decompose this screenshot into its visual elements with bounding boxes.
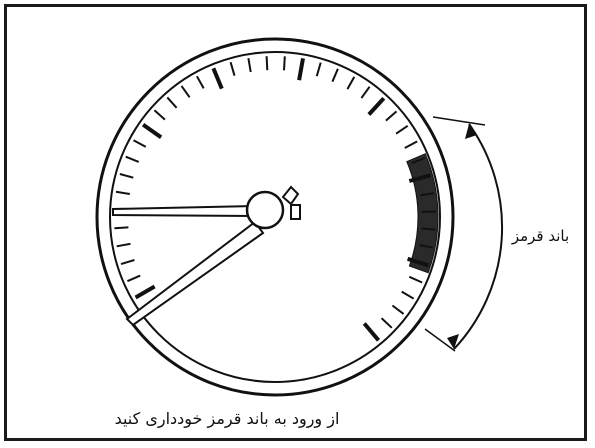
gauge-diagram — [7, 7, 590, 444]
tick-mark — [347, 77, 354, 89]
tick-mark — [154, 110, 165, 119]
tick-mark — [332, 69, 338, 82]
needle-long — [127, 222, 263, 325]
tick-mark — [392, 306, 403, 314]
hub-tab — [283, 187, 298, 204]
tick-mark — [396, 126, 408, 134]
tick-mark — [248, 58, 250, 72]
tick-mark — [402, 292, 414, 299]
needle-short — [113, 206, 257, 216]
needle-hub — [247, 192, 283, 228]
tick-mark — [317, 63, 321, 77]
tick-mark — [136, 287, 155, 298]
tick-mark — [422, 229, 436, 230]
tick-mark — [364, 324, 378, 341]
tick-mark — [284, 56, 285, 70]
tick-mark — [127, 276, 140, 282]
gauge — [97, 39, 502, 395]
tick-mark — [134, 140, 146, 147]
caption: از ورود به باند قرمز خودداری کنید — [97, 409, 357, 428]
red-band-label: باند قرمز — [488, 227, 593, 245]
tick-mark — [422, 211, 436, 212]
hub-tab-2 — [291, 205, 300, 219]
tick-mark — [126, 157, 139, 162]
tick-mark — [213, 68, 221, 88]
tick-mark — [231, 62, 235, 75]
tick-mark — [117, 244, 131, 247]
tick-mark — [409, 277, 422, 283]
diagram-frame: باند قرمز از ورود به باند قرمز خودداری ک… — [4, 4, 587, 441]
tick-mark — [361, 87, 369, 98]
tick-mark — [143, 125, 161, 138]
tick-mark — [121, 260, 134, 264]
tick-mark — [120, 174, 133, 178]
tick-mark — [167, 97, 176, 107]
tick-mark — [369, 98, 384, 114]
tick-mark — [114, 227, 128, 228]
tick-mark — [382, 318, 392, 328]
tick-mark — [116, 192, 130, 194]
tick-mark — [267, 56, 268, 70]
tick-mark — [299, 58, 303, 80]
range-end-line-top — [433, 117, 485, 125]
tick-mark — [405, 141, 417, 148]
tick-mark — [386, 111, 397, 120]
tick-mark — [182, 86, 190, 97]
tick-mark — [197, 76, 204, 88]
